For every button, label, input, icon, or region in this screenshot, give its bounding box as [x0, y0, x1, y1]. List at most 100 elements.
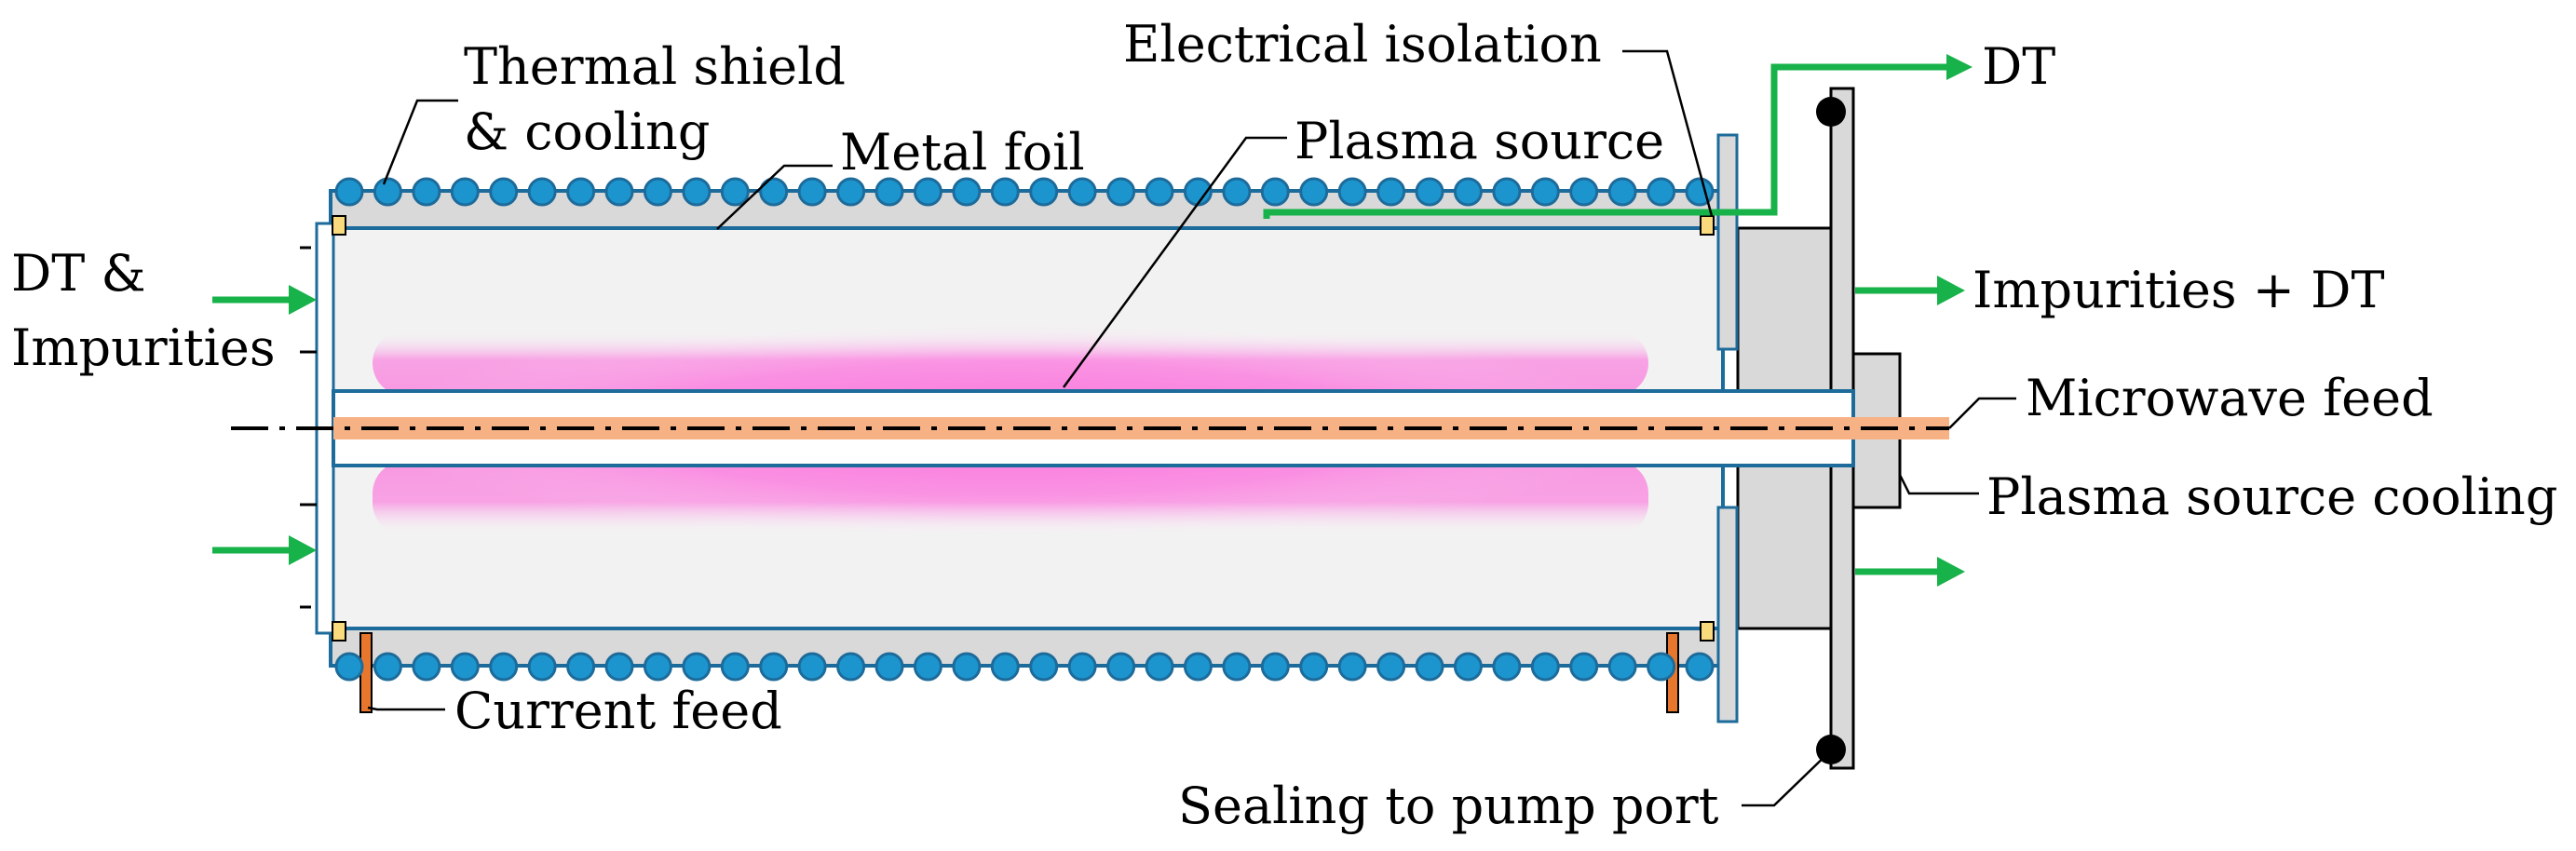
- cooling-bead-top-17: [952, 177, 982, 207]
- cooling-bead-top-3: [412, 177, 441, 207]
- cooling-bead-bottom-32: [1530, 652, 1560, 682]
- cooling-bead-top-10: [682, 177, 712, 207]
- cooling-bead-bottom-9: [643, 652, 672, 682]
- cooling-bead-top-32: [1530, 177, 1560, 207]
- cooling-bead-top-1: [334, 177, 364, 207]
- inlet-arrow-bottom: [212, 535, 317, 565]
- cooling-bead-top-9: [643, 177, 672, 207]
- cooling-bead-bottom-6: [527, 652, 557, 682]
- electrical-isolation-plate-bottom: [1716, 506, 1739, 723]
- cooling-bead-top-34: [1607, 177, 1637, 207]
- leader-plasma-source: [1062, 136, 1287, 388]
- leader-sealing: [1742, 750, 1832, 807]
- cooling-bead-bottom-17: [952, 652, 982, 682]
- cooling-bead-top-20: [1067, 177, 1097, 207]
- leader-plasma-source-cooling: [1898, 474, 1979, 495]
- cooling-bead-bottom-33: [1569, 652, 1599, 682]
- seal-oring-top: [1816, 97, 1846, 127]
- cooling-bead-bottom-24: [1222, 652, 1252, 682]
- label-plasma-source-cooling: Plasma source cooling: [1986, 467, 2557, 526]
- dt-outlet-arrowhead: [1946, 54, 1973, 80]
- cooling-bead-top-35: [1647, 177, 1676, 207]
- cooling-bead-top-33: [1569, 177, 1599, 207]
- isolation-block-tr: [1700, 215, 1715, 236]
- label-dt-impurities-line2: Impurities: [11, 318, 276, 377]
- cooling-bead-top-19: [1029, 177, 1059, 207]
- cooling-bead-bottom-8: [604, 652, 634, 682]
- cooling-bead-bottom-18: [990, 652, 1020, 682]
- cooling-bead-top-11: [720, 177, 750, 207]
- label-dt-impurities-line1: DT &: [11, 244, 146, 303]
- cooling-bead-bottom-7: [566, 652, 596, 682]
- leader-current-feed: [367, 706, 445, 711]
- cooling-bead-bottom-27: [1337, 652, 1367, 682]
- label-electrical-isolation: Electrical isolation: [1123, 15, 1602, 74]
- label-thermal-shield-line1: Thermal shield: [464, 37, 846, 96]
- cooling-bead-top-24: [1222, 177, 1252, 207]
- outlet-arrow-lower: [1855, 557, 1965, 587]
- cooling-bead-top-25: [1260, 177, 1290, 207]
- cooling-bead-top-14: [836, 177, 866, 207]
- label-metal-foil: Metal foil: [840, 123, 1085, 182]
- cooling-bead-bottom-11: [720, 652, 750, 682]
- cooling-bead-bottom-14: [836, 652, 866, 682]
- cooling-bead-top-4: [450, 177, 480, 207]
- cooling-bead-bottom-1: [334, 652, 364, 682]
- label-plasma-source: Plasma source: [1295, 112, 1664, 170]
- cooling-bead-bottom-31: [1492, 652, 1522, 682]
- cooling-bead-bottom-29: [1415, 652, 1444, 682]
- cooling-bead-bottom-5: [489, 652, 519, 682]
- outlet-arrow-impurities: [1855, 276, 1965, 305]
- cooling-bead-bottom-19: [1029, 652, 1059, 682]
- cooling-bead-top-21: [1106, 177, 1136, 207]
- cooling-bead-top-12: [759, 177, 789, 207]
- cooling-bead-bottom-13: [797, 652, 827, 682]
- cooling-bead-top-8: [604, 177, 634, 207]
- cooling-bead-top-15: [874, 177, 904, 207]
- cooling-bead-bottom-2: [373, 652, 402, 682]
- cooling-bead-bottom-23: [1183, 652, 1213, 682]
- leader-microwave-feed: [1948, 397, 2016, 429]
- cooling-bead-top-13: [797, 177, 827, 207]
- label-sealing: Sealing to pump port: [1178, 777, 1719, 835]
- inlet-arrow-top: [212, 285, 317, 315]
- cooling-bead-bottom-36: [1685, 652, 1715, 682]
- label-dt-out: DT: [1982, 37, 2055, 96]
- cooling-bead-top-22: [1145, 177, 1174, 207]
- cooling-bead-bottom-12: [759, 652, 789, 682]
- cooling-bead-top-7: [566, 177, 596, 207]
- leader-metal-foil: [716, 164, 833, 230]
- cooling-beads-top: [334, 177, 1715, 207]
- cooling-bead-bottom-10: [682, 652, 712, 682]
- isolation-block-bl: [332, 621, 346, 642]
- cooling-bead-top-31: [1492, 177, 1522, 207]
- cooling-bead-bottom-26: [1299, 652, 1329, 682]
- cooling-bead-bottom-28: [1376, 652, 1406, 682]
- cooling-bead-bottom-25: [1260, 652, 1290, 682]
- cooling-bead-bottom-21: [1106, 652, 1136, 682]
- electrical-isolation-plate-top: [1716, 133, 1739, 351]
- left-plate-ticks: [300, 246, 317, 609]
- cooling-bead-top-28: [1376, 177, 1406, 207]
- cooling-bead-top-27: [1337, 177, 1367, 207]
- cooling-bead-bottom-34: [1607, 652, 1637, 682]
- cooling-bead-top-29: [1415, 177, 1444, 207]
- cooling-bead-bottom-16: [913, 652, 942, 682]
- cooling-bead-top-30: [1453, 177, 1483, 207]
- cooling-bead-bottom-4: [450, 652, 480, 682]
- cooling-beads-bottom: [334, 652, 1715, 682]
- leader-electrical-isolation: [1622, 49, 1714, 217]
- cooling-bead-bottom-20: [1067, 652, 1097, 682]
- isolation-block-br: [1700, 621, 1715, 642]
- cooling-bead-top-5: [489, 177, 519, 207]
- isolation-block-tl: [332, 215, 346, 236]
- cooling-bead-bottom-35: [1647, 652, 1676, 682]
- cooling-bead-top-16: [913, 177, 942, 207]
- cooling-bead-bottom-3: [412, 652, 441, 682]
- dt-outlet-pipe: [1263, 63, 1946, 219]
- leader-thermal-shield: [382, 99, 458, 185]
- cooling-bead-top-6: [527, 177, 557, 207]
- label-impurities-dt: Impurities + DT: [1973, 261, 2385, 319]
- cooling-bead-top-18: [990, 177, 1020, 207]
